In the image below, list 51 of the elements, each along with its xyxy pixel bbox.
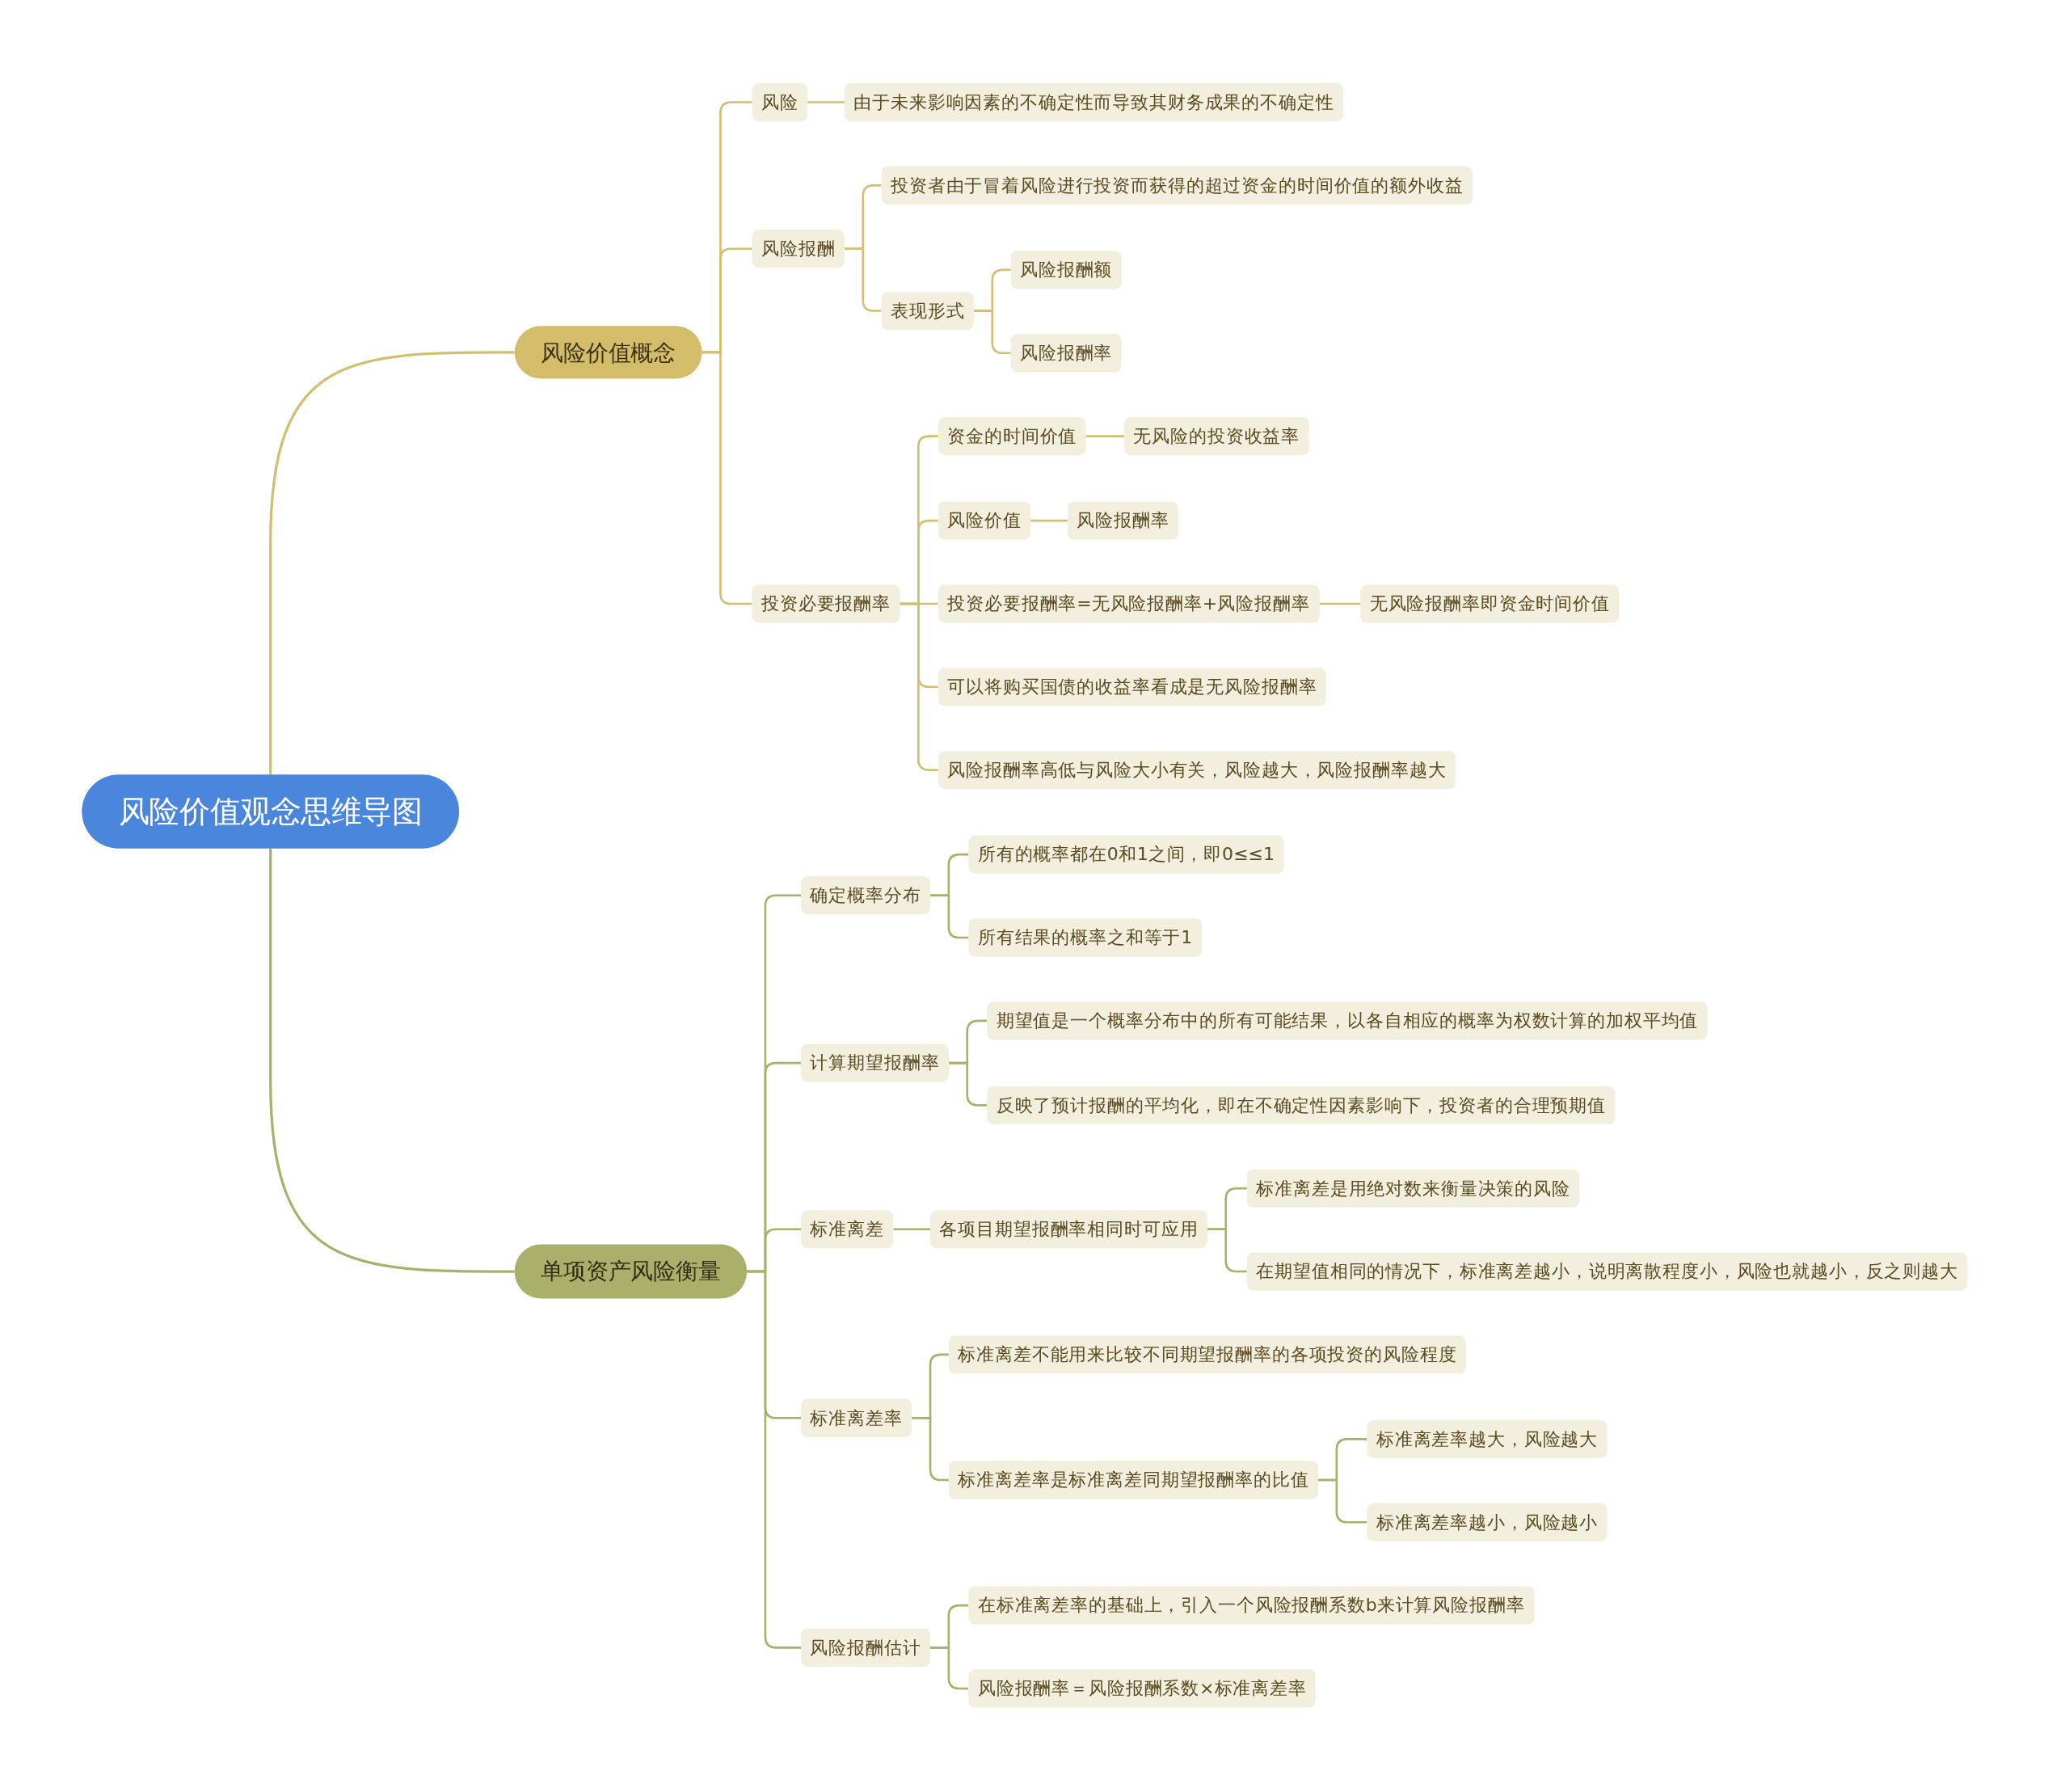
topic-label: 无风险的投资收益率: [1124, 416, 1309, 455]
connector-line: [1085, 435, 1124, 437]
topic-label: 标准离差率: [801, 1398, 912, 1437]
branch-topic: 单项资产风险衡量: [514, 1243, 748, 1298]
connector-line: [702, 351, 752, 605]
topic-label: 所有的概率都在0和1之间，即0≤≤1: [968, 834, 1284, 873]
topic-label: 标准离差不能用来比较不同期望报酬率的各项投资的风险程度: [948, 1335, 1466, 1373]
topic-label: 计算期望报酬率: [801, 1043, 949, 1082]
topic-label: 在期望值相同的情况下，标准离差越小，说明离散程度小，风险也就越小，反之则越大: [1246, 1251, 1968, 1290]
topic-label: 标准离差率是标准离差同期望报酬率的比值: [948, 1460, 1318, 1499]
topic-label: 标准离差: [801, 1209, 894, 1248]
topic-label: 标准离差率越大，风险越大: [1367, 1419, 1608, 1458]
topic-label: 反映了预计报酬的平均化，即在不确定性因素影响下，投资者的合理预期值: [987, 1085, 1616, 1124]
topic-label: 投资者由于冒着风险进行投资而获得的超过资金的时间价值的额外收益: [881, 165, 1473, 204]
connector-line: [747, 1270, 801, 1649]
topic-label: 期望值是一个概率分布中的所有可能结果，以各自相应的概率为权数计算的加权平均值: [987, 1001, 1708, 1039]
connector-line: [269, 848, 515, 1273]
topic-label: 表现形式: [881, 291, 974, 330]
topic-label: 所有结果的概率之和等于1: [968, 917, 1202, 956]
branch-topic: 风险价值概念: [514, 326, 702, 379]
topic-label: 投资必要报酬率=无风险报酬率+风险报酬率: [938, 584, 1320, 622]
topic-label: 无风险报酬率即资金时间价值: [1360, 584, 1620, 622]
topic-label: 风险报酬率高低与风险大小有关，风险越大，风险报酬率越大: [938, 750, 1456, 789]
connector-line: [973, 310, 1011, 355]
connector-line: [1030, 519, 1068, 522]
topic-label: 风险: [752, 82, 808, 121]
topic-label: 风险报酬率＝风险报酬系数×标准离差率: [968, 1668, 1317, 1707]
topic-label: 风险报酬率: [1010, 333, 1122, 372]
connector-line: [844, 247, 882, 312]
connector-line: [1318, 1478, 1367, 1524]
topic-label: 由于未来影响因素的不确定性而导致其财务成果的不确定性: [844, 82, 1344, 121]
topic-label: 标准离差是用绝对数来衡量决策的风险: [1246, 1168, 1580, 1208]
connector-line: [900, 602, 938, 771]
topic-label: 资金的时间价值: [938, 416, 1086, 455]
root-topic: 风险价值观念思维导图: [82, 774, 460, 849]
connector-line: [893, 1228, 930, 1231]
topic-label: 风险价值: [938, 500, 1031, 539]
topic-label: 风险报酬: [752, 229, 845, 268]
topic-label: 投资必要报酬率: [752, 584, 900, 622]
topic-label: 可以将购买国债的收益率看成是无风险报酬率: [938, 667, 1326, 706]
topic-label: 标准离差率越小，风险越小: [1367, 1502, 1608, 1541]
topic-label: 风险报酬估计: [801, 1627, 930, 1667]
topic-label: 风险报酬率: [1067, 500, 1178, 539]
connector-line: [912, 1416, 949, 1482]
topic-label: 在标准离差率的基础上，引入一个风险报酬系数b来计算风险报酬率: [968, 1585, 1535, 1624]
topic-label: 各项目期望报酬率相同时可应用: [930, 1209, 1207, 1248]
topic-label: 确定概率分布: [801, 875, 930, 914]
topic-label: 风险报酬额: [1010, 250, 1122, 289]
connector-line: [269, 351, 515, 775]
connector-line: [807, 101, 845, 103]
connector-line: [1319, 602, 1361, 605]
